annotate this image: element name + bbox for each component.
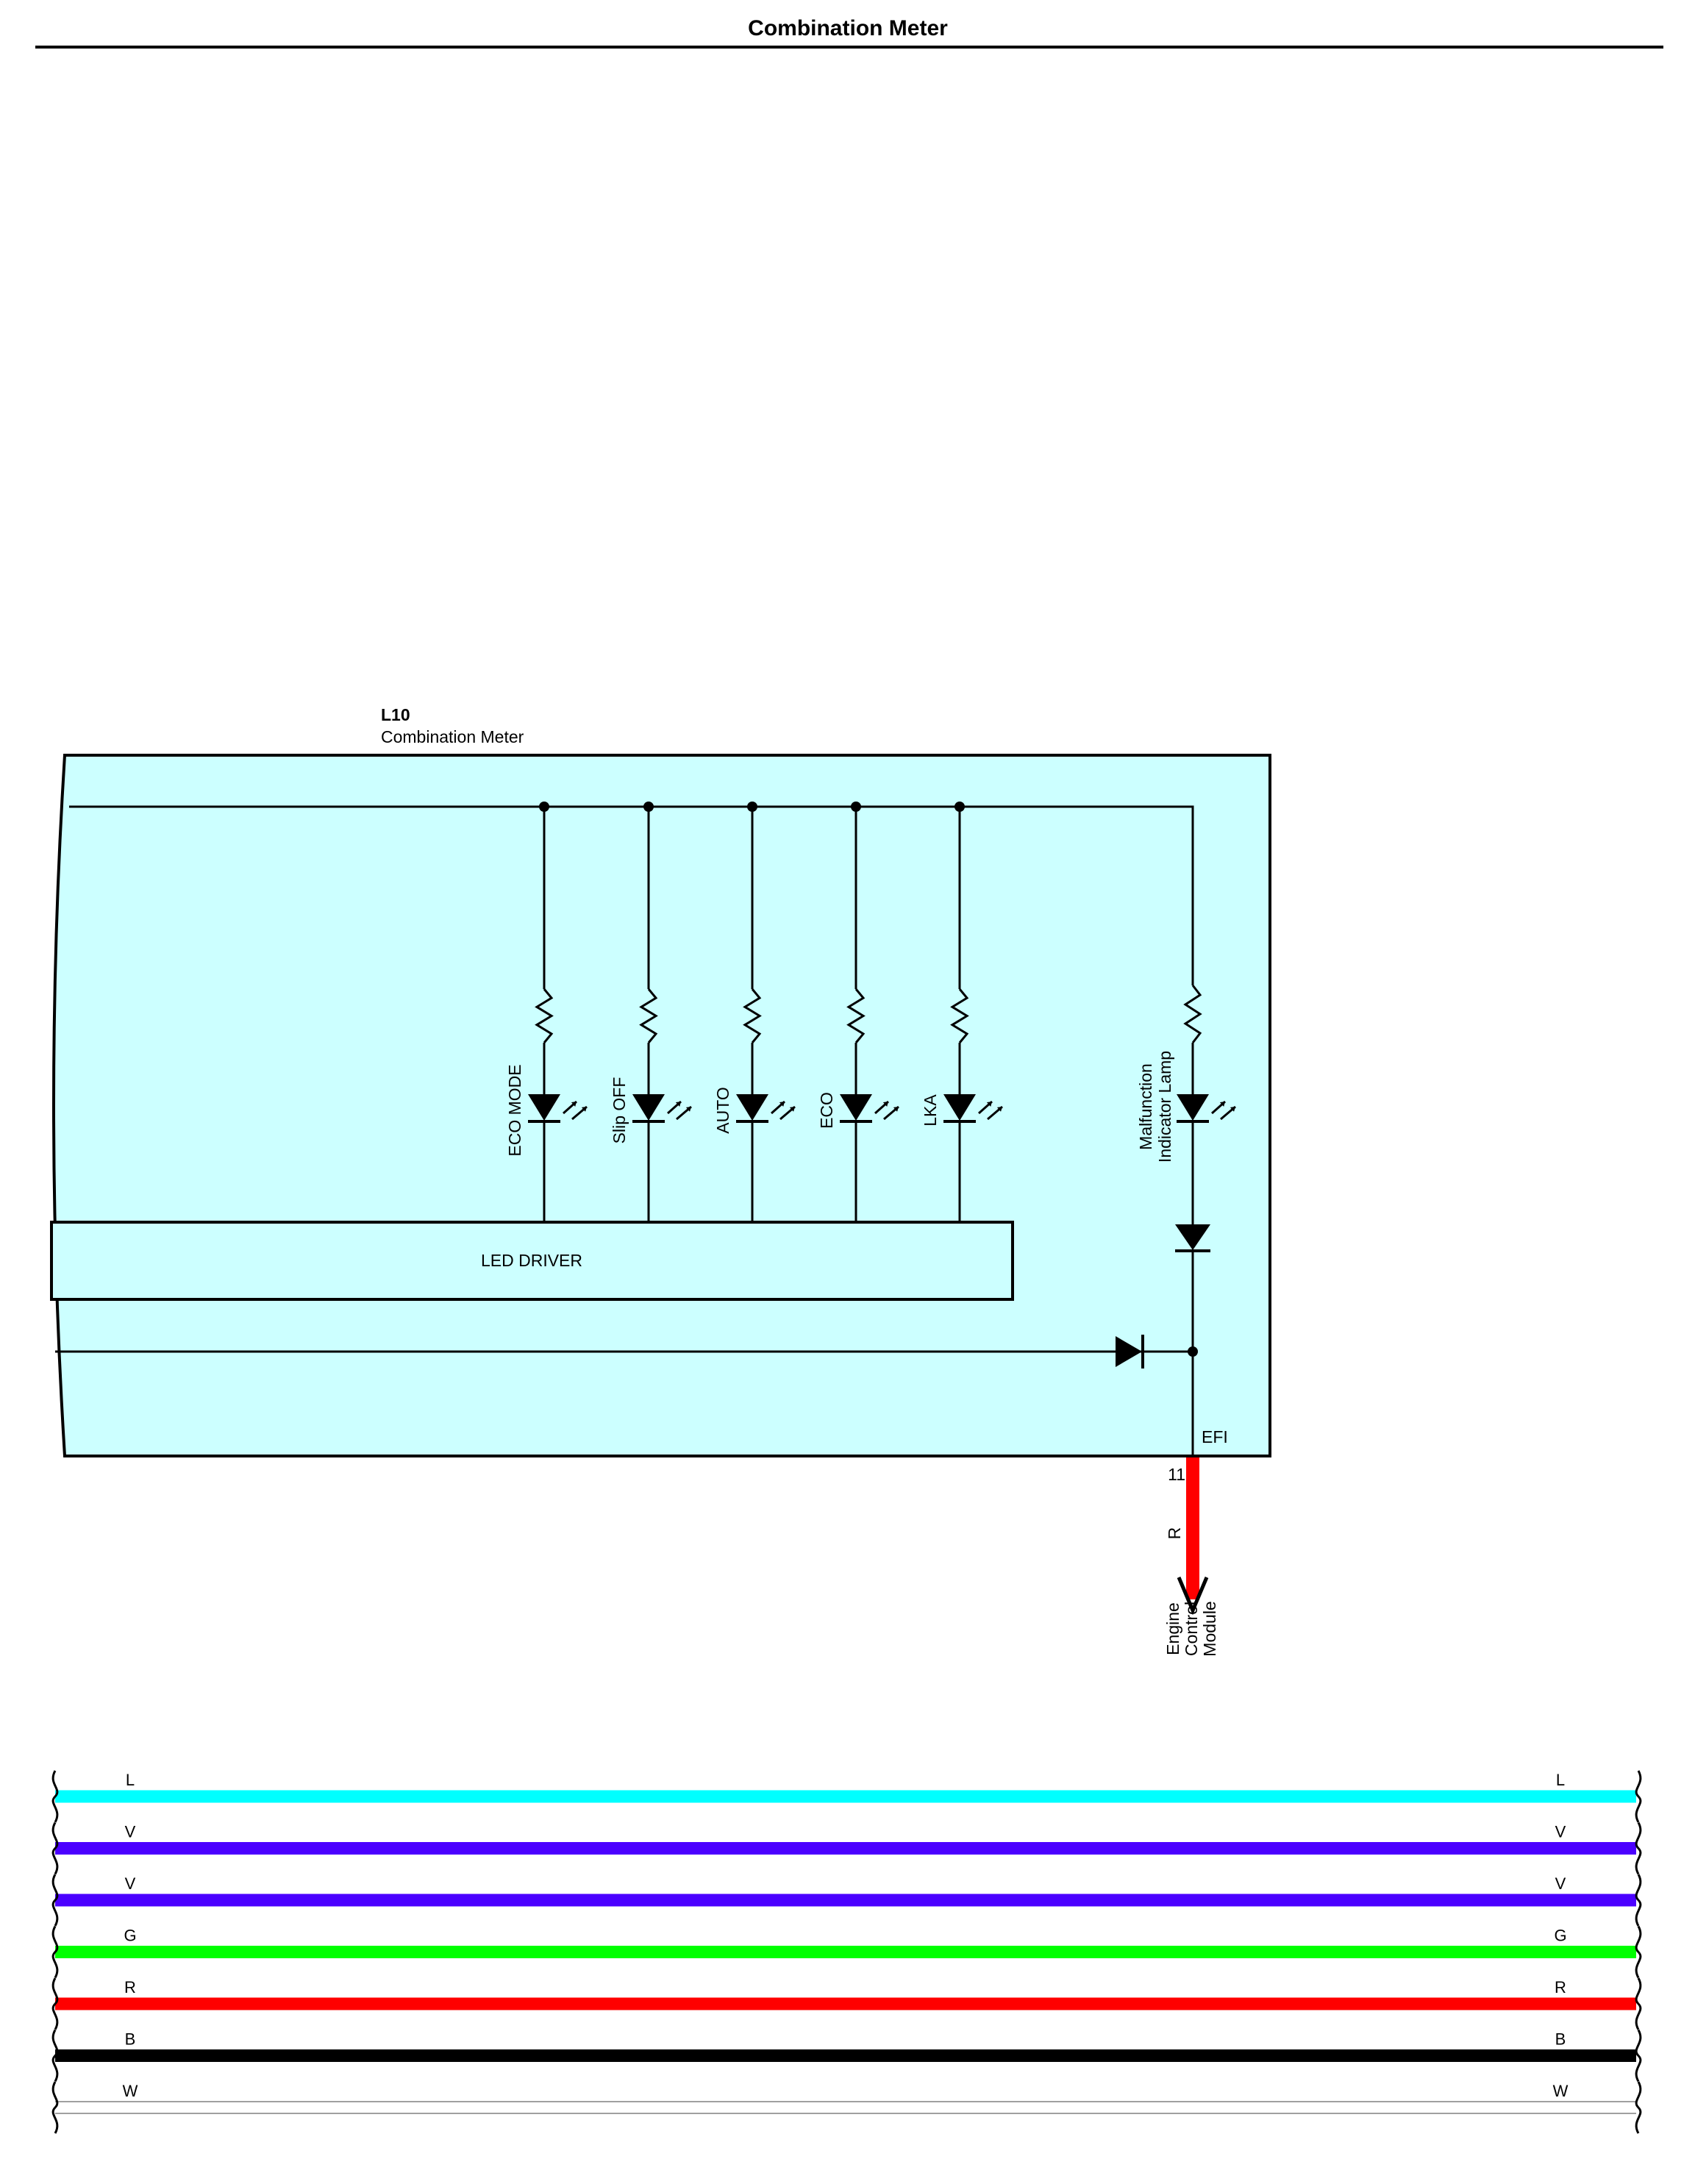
svg-text:Control: Control	[1182, 1602, 1201, 1656]
indicator-label: ECO MODE	[505, 1064, 524, 1156]
resistor-icon	[535, 988, 554, 1043]
ecm-arrow-icon	[1177, 1577, 1209, 1616]
break-mark-icon	[51, 1925, 59, 1979]
indicator-label: Slip OFF	[610, 1077, 629, 1144]
resistor-icon	[950, 988, 969, 1043]
led-driver-box	[50, 1221, 1014, 1301]
break-mark-icon	[51, 2029, 59, 2083]
bus-wire-label-right: B	[1555, 2030, 1566, 2049]
break-mark-icon	[1635, 1874, 1642, 1927]
led-icon	[840, 1094, 899, 1123]
connector-name: Combination Meter	[381, 727, 524, 746]
break-mark-icon	[1635, 2029, 1642, 2083]
connector-id: L10	[381, 705, 410, 724]
break-mark-icon	[51, 1770, 59, 1823]
terminal-pin: 11	[1168, 1465, 1185, 1484]
svg-text:Module: Module	[1200, 1601, 1219, 1656]
indicator-branch: LKA	[921, 802, 1003, 1222]
break-mark-icon	[1635, 1770, 1642, 1823]
wire-color-code: R	[1165, 1527, 1184, 1540]
break-mark-icon	[1635, 1821, 1642, 1875]
mil-label-line2: Indicator Lamp	[1155, 1051, 1174, 1163]
break-mark-icon	[51, 1977, 59, 2030]
led-driver-label: LED DRIVER	[481, 1251, 582, 1270]
bus-wire-label-left: V	[125, 1823, 136, 1841]
power-rail	[69, 805, 1194, 985]
destination-label: Engine Control Module	[1163, 1601, 1219, 1656]
break-mark-icon	[51, 2081, 59, 2134]
svg-text:Engine: Engine	[1163, 1602, 1182, 1655]
page-title: Combination Meter	[748, 16, 948, 40]
bus-wire-label-right: V	[1555, 1823, 1566, 1841]
bus-wire-label-left: V	[125, 1874, 136, 1893]
indicator-group: ECO MODE Slip OFF AUTO ECO LKA	[505, 802, 1003, 1222]
indicator-label: AUTO	[713, 1087, 732, 1133]
bus-wire-label-left: L	[126, 1771, 135, 1789]
mil-label-line1: Malfunction	[1136, 1063, 1155, 1150]
bus-wire-label-right: R	[1555, 1978, 1566, 1996]
indicator-branch: AUTO	[713, 802, 796, 1222]
resistor-icon	[1183, 985, 1202, 1043]
resistor-icon	[639, 988, 658, 1043]
indicator-branch: Slip OFF	[610, 802, 692, 1222]
bus-wire-label-left: R	[124, 1978, 136, 1996]
led-icon	[736, 1094, 796, 1123]
bus-wire-label-left: W	[123, 2082, 138, 2100]
resistor-icon	[846, 988, 866, 1043]
bus-wire-label-right: L	[1556, 1771, 1565, 1789]
resistor-icon	[743, 988, 762, 1043]
bus-wire-label-right: G	[1554, 1927, 1566, 1945]
bus-wire-label-right: V	[1555, 1874, 1566, 1893]
break-mark-icon	[1635, 2081, 1642, 2134]
indicator-branch: ECO	[817, 802, 899, 1222]
indicator-branch: ECO MODE	[505, 802, 588, 1222]
feed-diode-icon	[1116, 1335, 1144, 1368]
bus-wire-label-left: G	[124, 1927, 136, 1945]
break-mark-icon	[1635, 1977, 1642, 2030]
bus-wire-label-left: B	[125, 2030, 136, 2049]
break-mark-icon	[1635, 1925, 1642, 1979]
indicator-label: LKA	[921, 1094, 940, 1127]
break-mark-icon	[51, 1821, 59, 1875]
bus-wire-label-right: W	[1553, 2082, 1569, 2100]
indicator-label: ECO	[817, 1092, 836, 1129]
break-mark-icon	[51, 1874, 59, 1927]
terminal-name: EFI	[1202, 1427, 1228, 1446]
